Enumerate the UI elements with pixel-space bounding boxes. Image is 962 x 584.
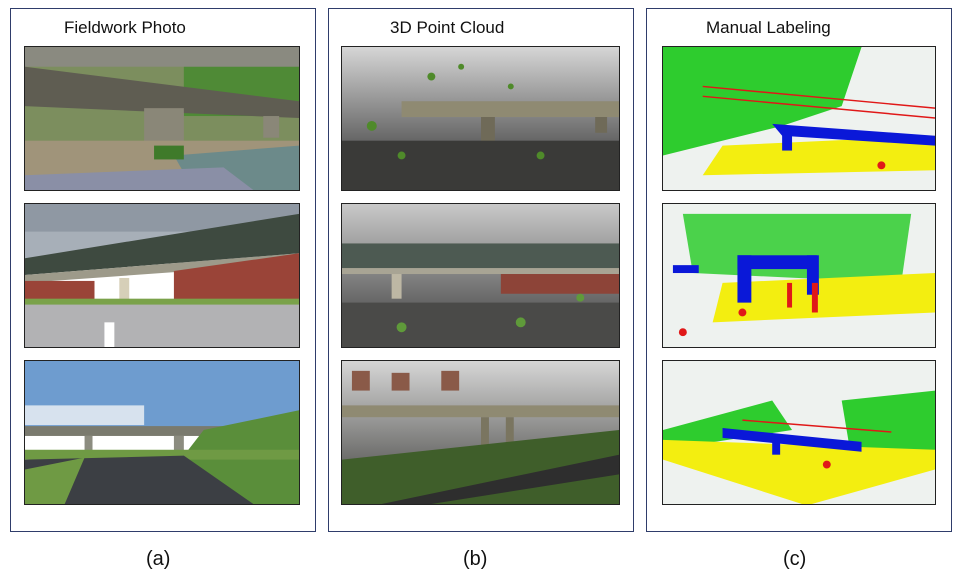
labeled-bridge-creek xyxy=(662,46,936,191)
panel-title-3d-point-cloud: 3D Point Cloud xyxy=(390,18,505,37)
photo-highway-overpass xyxy=(24,203,300,348)
caption-b: (b) xyxy=(463,548,488,570)
pointcloud-overpass-road xyxy=(341,360,620,505)
caption-a: (a) xyxy=(146,548,171,570)
pointcloud-highway-overpass xyxy=(341,203,620,348)
photo-overpass-road xyxy=(24,360,300,505)
panel-title-manual-labeling: Manual Labeling xyxy=(706,18,831,37)
labeled-overpass-road xyxy=(662,360,936,505)
photo-bridge-creek xyxy=(24,46,300,191)
pointcloud-bridge-creek xyxy=(341,46,620,191)
caption-c: (c) xyxy=(783,548,807,570)
panel-title-fieldwork-photo: Fieldwork Photo xyxy=(64,18,186,37)
labeled-highway-overpass xyxy=(662,203,936,348)
